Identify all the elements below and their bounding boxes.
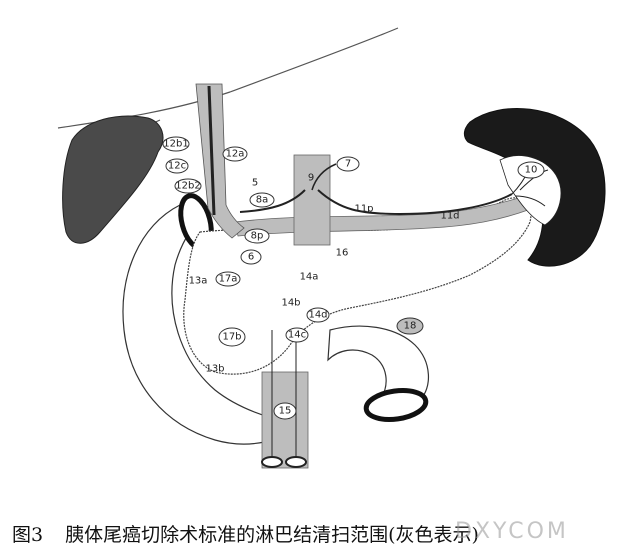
station-10: 10 <box>517 161 545 179</box>
station-12c: 12c <box>165 158 189 174</box>
left-gastric-artery <box>311 163 337 191</box>
svg-text:16: 16 <box>336 248 349 259</box>
splenic-hilum <box>499 155 562 226</box>
svg-text:15: 15 <box>279 406 292 417</box>
svg-text:14b: 14b <box>281 298 300 309</box>
station-14d: 14d <box>306 307 330 323</box>
figure-caption: 图3 胰体尾癌切除术标准的淋巴结清扫范围(灰色表示) <box>12 520 632 550</box>
svg-text:14c: 14c <box>288 330 306 341</box>
station-14c: 14c <box>285 327 309 343</box>
station-17b: 17b <box>218 327 246 347</box>
station-7: 7 <box>336 156 360 172</box>
watermark: DXYCOM <box>455 519 569 544</box>
svg-text:14d: 14d <box>308 310 327 321</box>
station-12b1: 12b1 <box>162 136 190 152</box>
svg-text:17b: 17b <box>222 332 241 343</box>
svg-text:8a: 8a <box>256 195 269 206</box>
caption-text: 胰体尾癌切除术标准的淋巴结清扫范围(灰色表示) <box>65 524 479 546</box>
svg-text:12a: 12a <box>226 149 245 160</box>
svg-text:11p: 11p <box>354 204 373 215</box>
splenic-artery <box>317 189 513 216</box>
station-9: 9 <box>308 173 314 184</box>
station-12a: 12a <box>222 146 248 162</box>
jejunum-end <box>363 388 429 422</box>
gallbladder <box>62 115 164 244</box>
station-13b: 13b <box>205 364 224 375</box>
common-hepatic-artery <box>239 189 306 213</box>
liver-outline <box>57 27 399 129</box>
station-13a: 13a <box>189 276 208 287</box>
svg-text:12c: 12c <box>168 161 186 172</box>
station-15: 15 <box>273 402 297 420</box>
station-12b2: 12b2 <box>174 178 202 194</box>
svg-text:8p: 8p <box>251 231 264 242</box>
station-11d: 11d <box>440 211 459 222</box>
portal-vein <box>207 85 216 216</box>
svg-text:6: 6 <box>248 252 254 263</box>
hepatoduodenal-dissection <box>195 83 245 239</box>
station-5: 5 <box>252 178 258 189</box>
svg-text:13a: 13a <box>189 276 208 287</box>
svg-text:9: 9 <box>308 173 314 184</box>
aorta-end <box>261 456 283 468</box>
station-8p: 8p <box>244 228 270 244</box>
station-17a: 17a <box>215 271 241 287</box>
svg-text:12b1: 12b1 <box>163 139 188 150</box>
ivc-end <box>285 456 307 468</box>
svg-text:14a: 14a <box>300 272 319 283</box>
aorta-ivc-dissection <box>261 371 309 469</box>
station-14a: 14a <box>300 272 319 283</box>
anatomy-diagram: 12b1 12c 12b2 12a 5 8a 8p 6 9 7 11p 11d … <box>57 27 606 469</box>
station-8a: 8a <box>249 192 275 208</box>
jejunum <box>327 325 430 401</box>
spleen <box>463 107 606 267</box>
station-6: 6 <box>240 249 262 265</box>
station-14b: 14b <box>281 298 300 309</box>
svg-text:7: 7 <box>345 159 351 170</box>
svg-text:18: 18 <box>404 321 417 332</box>
svg-text:11d: 11d <box>440 211 459 222</box>
station-11p: 11p <box>354 204 373 215</box>
figure-number: 图3 <box>12 524 44 546</box>
svg-text:12b2: 12b2 <box>175 181 200 192</box>
pancreas <box>183 197 532 375</box>
station-18: 18 <box>396 317 424 335</box>
svg-text:10: 10 <box>525 165 538 176</box>
svg-text:5: 5 <box>252 178 258 189</box>
celiac-dissection <box>293 154 331 246</box>
svg-text:13b: 13b <box>205 364 224 375</box>
svg-text:17a: 17a <box>219 274 238 285</box>
station-16: 16 <box>336 248 349 259</box>
